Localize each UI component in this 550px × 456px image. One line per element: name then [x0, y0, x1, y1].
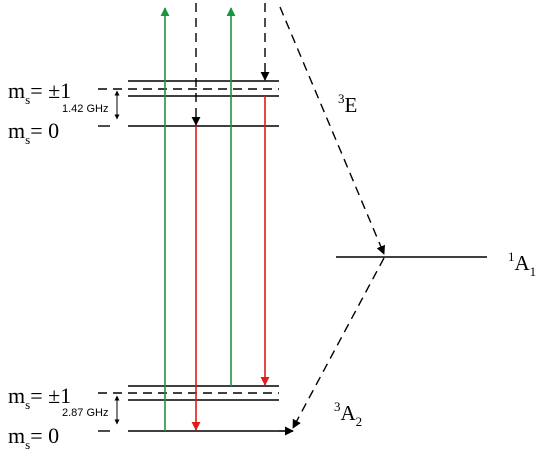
isc-arrow-to-singlet [279, 6, 386, 255]
label-3e-ms-0: ms= 0 [8, 118, 59, 147]
label-3e-splitting: 1.42 GHz [62, 103, 108, 115]
term-1a1: 1A1 [508, 249, 536, 279]
term-3a2: 3A2 [334, 399, 362, 429]
label-3a2-splitting: 2.87 GHz [62, 407, 108, 419]
isc-arrow-to-ground [292, 257, 385, 429]
term-3e: 3E [338, 91, 357, 117]
label-3a2-ms-pm1: ms= ±1 [8, 383, 71, 412]
label-3e-ms-pm1: ms= ±1 [8, 78, 71, 107]
label-3a2-ms-0: ms= 0 [8, 423, 59, 452]
